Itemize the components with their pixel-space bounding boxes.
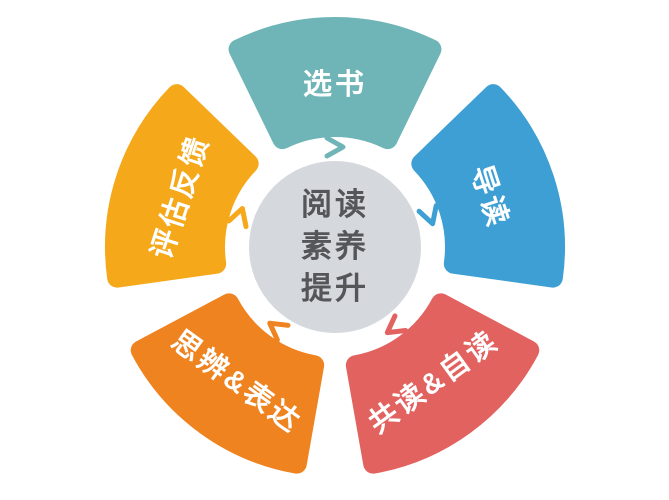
cycle-arrow-icon [384,313,409,336]
cycle-arrow-icon [416,203,439,227]
wedge-segment-guided-reading [411,84,565,288]
wedge-segment-shared-self-reading [345,293,540,474]
center-hub-circle [249,161,421,333]
cycle-arrow-icon [267,320,291,343]
wedge-segment-select-books [228,17,442,150]
cycle-arrow-icon [226,205,249,229]
wedge-segment-thinking-expression [130,293,325,474]
wedge-segment-evaluation-feedback [105,84,259,288]
cycle-arrow-icon [324,135,346,159]
